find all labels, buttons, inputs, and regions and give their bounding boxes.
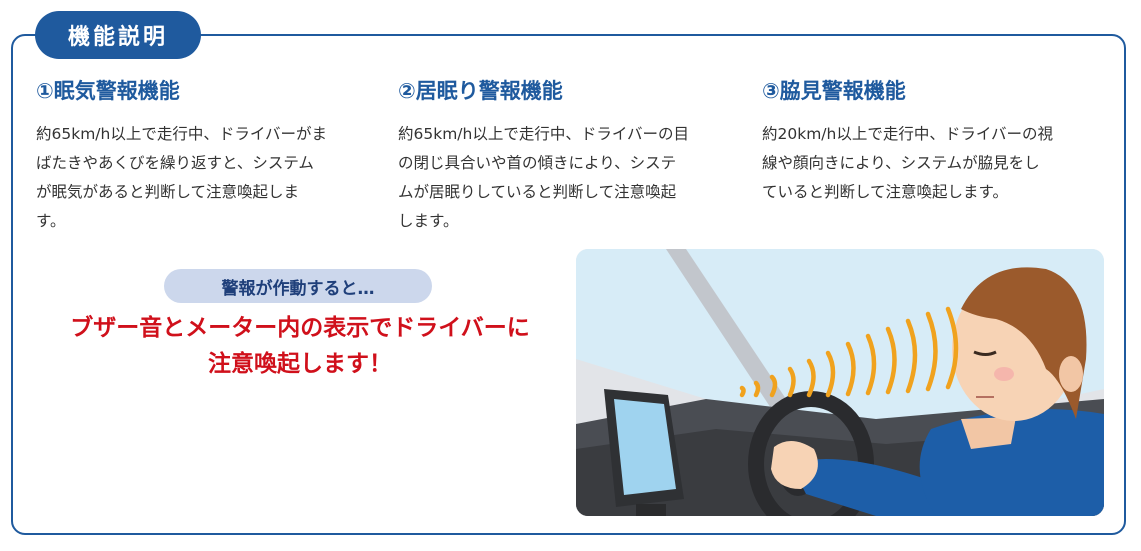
content-frame — [11, 34, 1126, 535]
driver-illustration — [576, 249, 1104, 516]
navigation-monitor-icon — [604, 389, 684, 516]
feature-title: ③脇見警報機能 — [762, 79, 906, 103]
feature-title: ①眠気警報機能 — [36, 79, 180, 103]
feature-description: 約65km/h以上で走行中、ドライバーの目 の閉じ具合いや首の傾きにより、システ… — [398, 125, 690, 230]
feature-inattention-warning: ③脇見警報機能 約20km/h以上で走行中、ドライバーの視 線や顔向きにより、シ… — [762, 76, 1102, 207]
warning-activation-label: 警報が作動すると… — [164, 269, 432, 303]
feature-title: ②居眠り警報機能 — [398, 79, 563, 103]
warning-wave-icon — [739, 306, 959, 398]
alert-message: ブザー音とメーター内の表示でドライバーに 注意喚起します！ — [70, 315, 530, 377]
feature-description: 約20km/h以上で走行中、ドライバーの視 線や顔向きにより、システムが脇見をし… — [762, 125, 1054, 201]
section-title: 機能説明 — [35, 11, 201, 59]
driver-figure-icon — [919, 267, 1104, 516]
feature-drowsiness-warning: ①眠気警報機能 約65km/h以上で走行中、ドライバーがま ばたきやあくびを繰り… — [36, 76, 376, 236]
feature-dozing-warning: ②居眠り警報機能 約65km/h以上で走行中、ドライバーの目 の閉じ具合いや首の… — [398, 76, 738, 236]
feature-description: 約65km/h以上で走行中、ドライバーがま ばたきやあくびを繰り返すと、システム… — [36, 125, 328, 230]
